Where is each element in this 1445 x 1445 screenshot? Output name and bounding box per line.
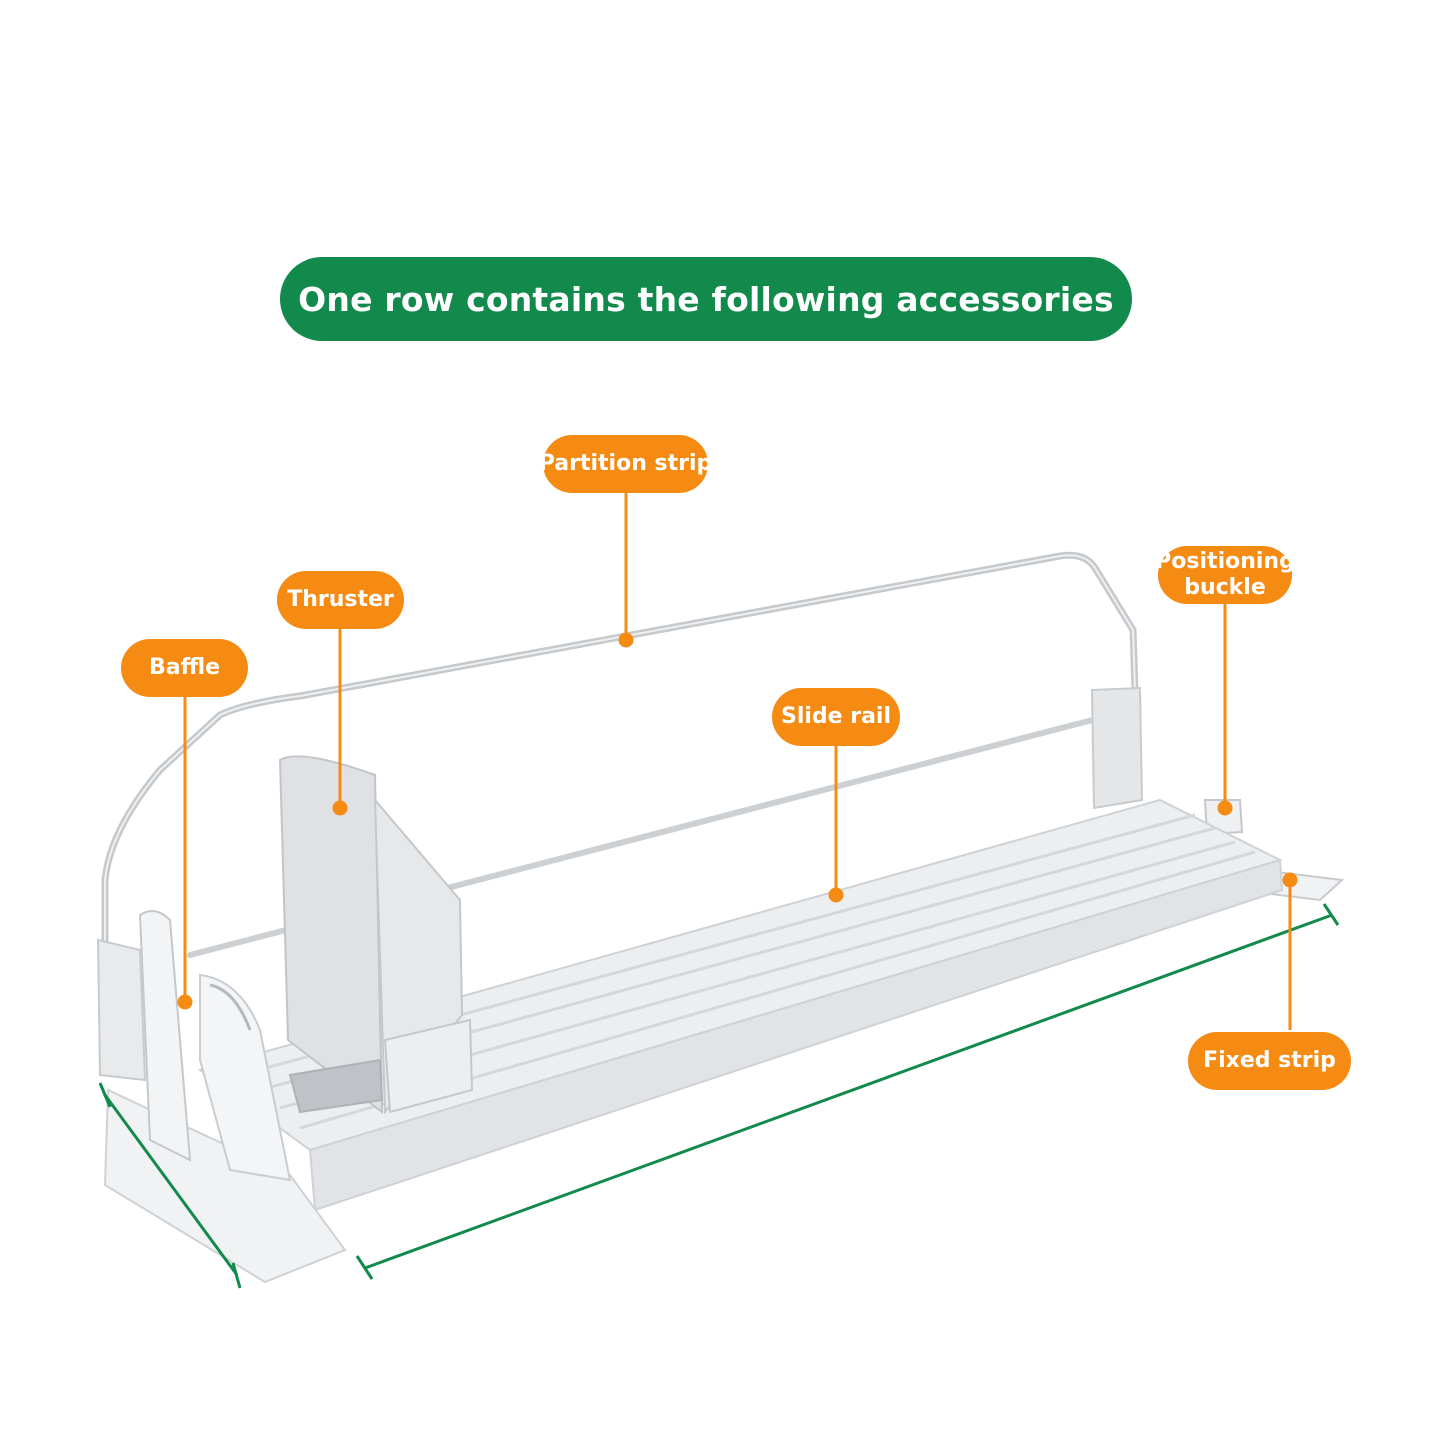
positioning-bracket — [1090, 686, 1244, 836]
label-fixed-strip: Fixed strip — [1188, 1032, 1351, 1090]
title-banner: One row contains the following accessori… — [280, 257, 1132, 341]
label-positioning-buckle: Positioning buckle — [1155, 546, 1295, 604]
thruster-plate — [278, 755, 474, 1115]
label-slide-rail: Slide rail — [772, 688, 900, 746]
leader-lines — [177, 492, 1298, 1030]
label-positioning-buckle-line1: Positioning — [1155, 549, 1295, 574]
label-thruster: Thruster — [277, 571, 404, 629]
label-positioning-buckle-line2: buckle — [1184, 575, 1266, 600]
dimension-lines — [98, 903, 1340, 1289]
label-baffle: Baffle — [121, 639, 248, 697]
label-partition-strip: Partition strip — [539, 435, 712, 493]
baffle-assembly — [96, 910, 292, 1182]
